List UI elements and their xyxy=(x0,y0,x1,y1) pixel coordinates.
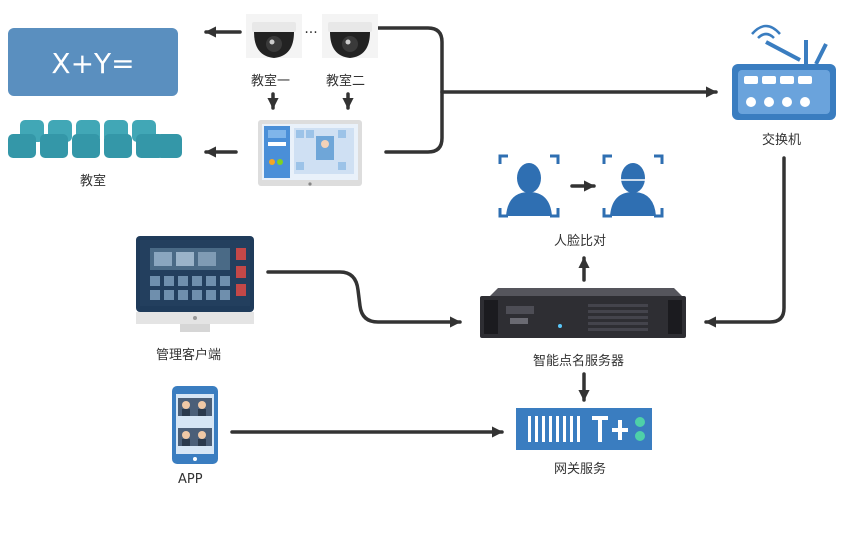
connectors xyxy=(204,26,786,438)
admin-client-icon xyxy=(136,236,254,332)
camera-dots: ··· xyxy=(304,25,317,41)
server-icon xyxy=(480,288,686,338)
camera-icon xyxy=(322,14,378,58)
switch-icon xyxy=(732,24,836,120)
arrow-switch-to-server xyxy=(704,156,786,328)
admin-client-label: 管理客户端 xyxy=(156,348,222,363)
app-phone-icon xyxy=(172,386,218,464)
camera2-label: 教室二 xyxy=(326,74,366,89)
camera-icon xyxy=(246,14,302,58)
gateway-icon xyxy=(516,408,652,450)
face-compare-icon xyxy=(498,154,664,218)
classroom-label: 教室 xyxy=(80,174,107,189)
switch-label: 交换机 xyxy=(762,133,802,148)
class-panel-icon xyxy=(258,120,362,186)
server-label: 智能点名服务器 xyxy=(533,354,625,369)
blackboard: X+Y= xyxy=(8,28,178,96)
camera1-label: 教室一 xyxy=(251,74,291,89)
line-camera-loop xyxy=(370,26,444,154)
arrow-client-to-server xyxy=(266,270,462,328)
classroom-seats-icon xyxy=(8,120,182,158)
app-label: APP xyxy=(178,472,203,487)
board-formula: X+Y= xyxy=(51,47,134,80)
face-compare-label: 人脸比对 xyxy=(554,234,607,249)
gateway-label: 网关服务 xyxy=(554,462,607,477)
